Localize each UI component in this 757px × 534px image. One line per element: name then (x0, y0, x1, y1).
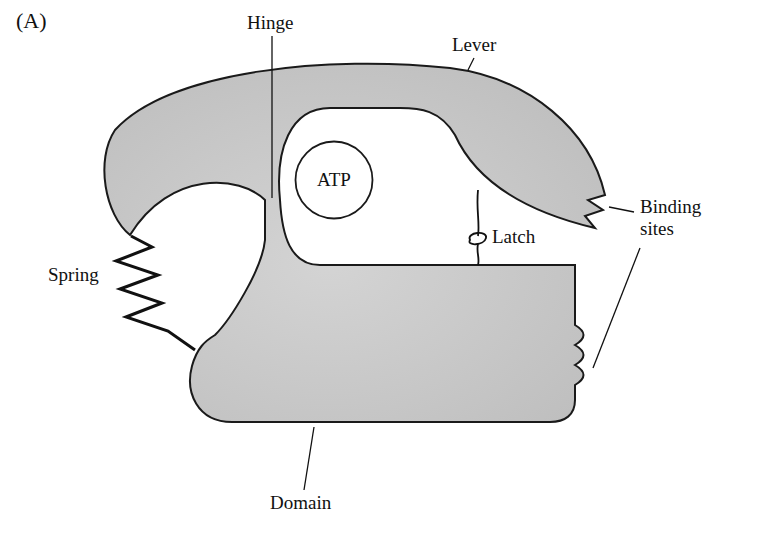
circle-shape (296, 142, 373, 219)
binding-leader-lever (609, 207, 634, 212)
part-name: Domain (270, 492, 331, 514)
part-name: Lever (452, 34, 496, 56)
part-name: Hinge (247, 12, 293, 34)
protein-body (104, 64, 605, 422)
latch-knot (469, 233, 486, 244)
part-name: Latch (492, 226, 535, 248)
domain-leader (304, 427, 314, 490)
part-name: Spring (48, 264, 99, 286)
part-name: Binding sites (640, 196, 720, 240)
spring-symbol (116, 236, 195, 350)
atp-circle: ATP (294, 140, 374, 220)
panel-letter: (A) (16, 8, 47, 33)
hinge-leader (271, 36, 272, 198)
latch-lower (477, 244, 478, 265)
latch-upper (477, 190, 478, 236)
leader-lines (272, 36, 640, 490)
node-text: ATP (317, 169, 351, 191)
lever-leader (468, 58, 474, 70)
latch-symbol (469, 190, 486, 265)
binding-leader-domain (593, 248, 640, 368)
